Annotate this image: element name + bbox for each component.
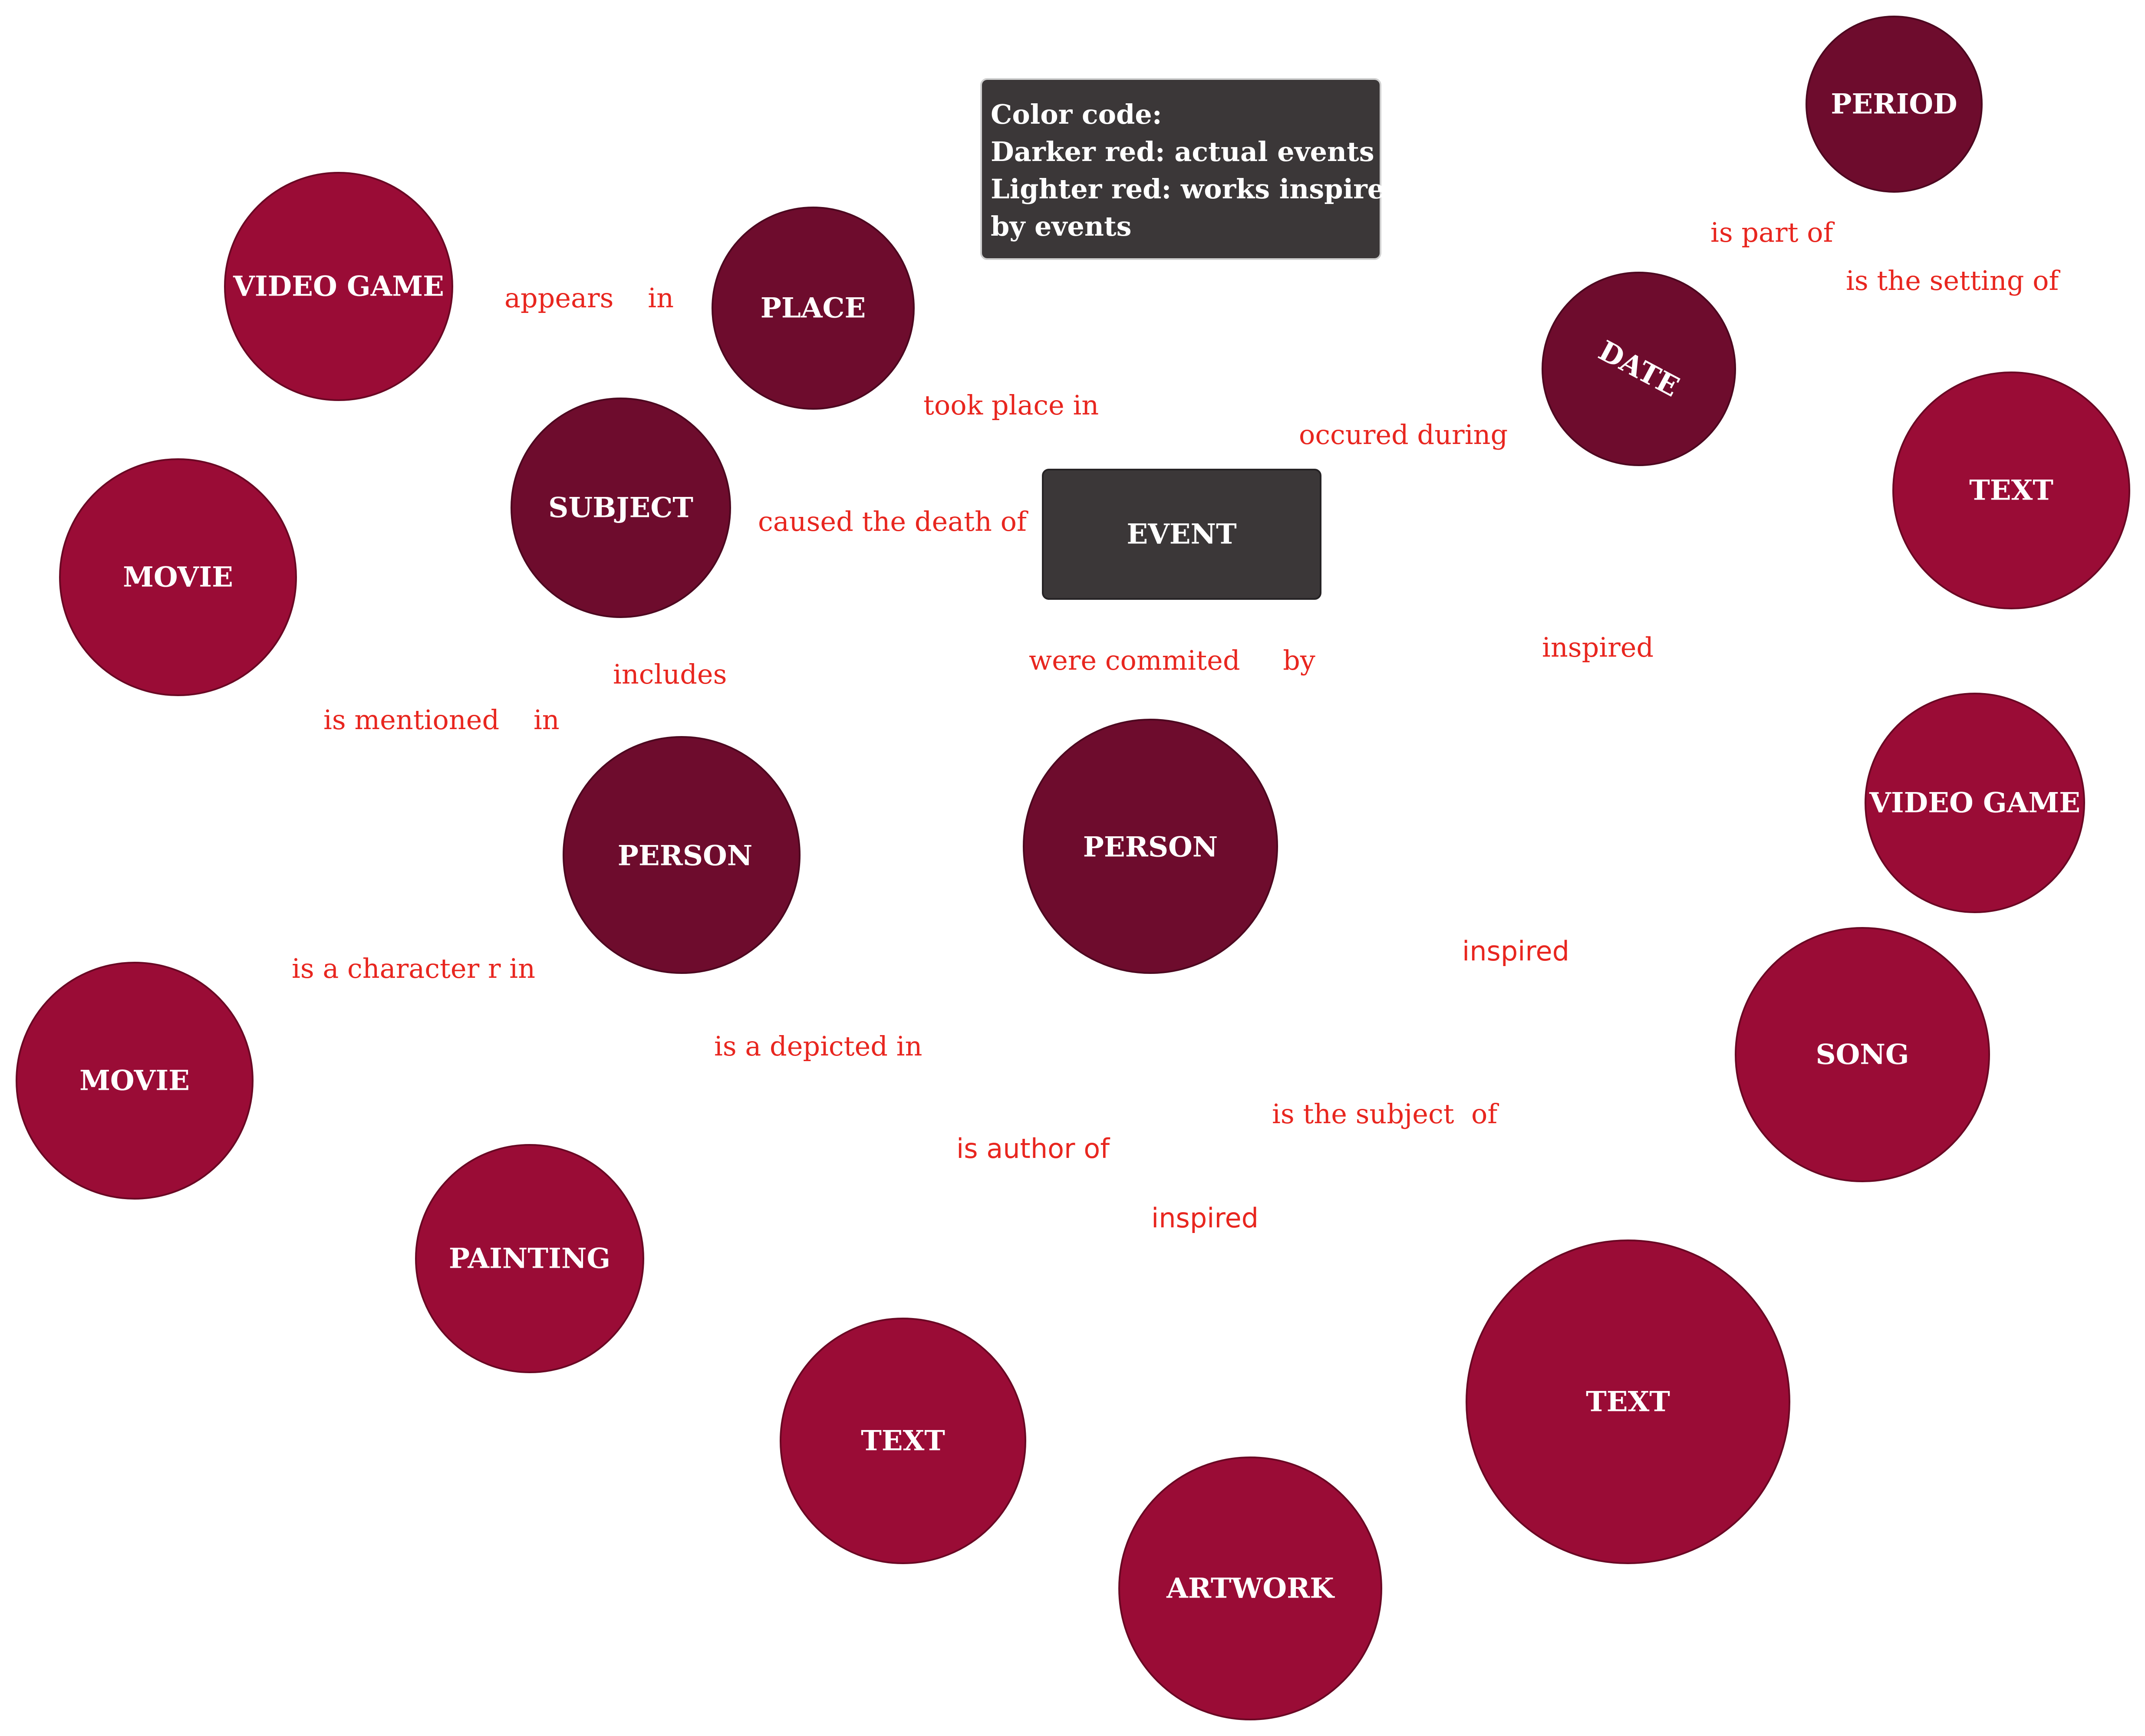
node-label: VIDEO GAME: [233, 270, 444, 303]
node-circle: [224, 172, 453, 401]
edge-label-appears-in: appears in: [504, 282, 674, 314]
edge-label-includes: includes: [613, 658, 727, 690]
node-text-2[interactable]: TEXT: [780, 1318, 1026, 1564]
node-circle: [1118, 1457, 1382, 1720]
node-subject[interactable]: SUBJECT: [511, 398, 731, 618]
edge-label-is-depicted-in: is a depicted in: [714, 1030, 922, 1062]
node-circle: [1466, 1240, 1790, 1564]
node-circle: [1023, 719, 1278, 974]
node-date[interactable]: DATE: [1542, 272, 1736, 466]
node-circle: [780, 1318, 1026, 1564]
event-label: EVENT: [1127, 518, 1236, 551]
node-movie-2[interactable]: MOVIE: [16, 962, 254, 1200]
legend-line-1: Color code:: [991, 99, 1162, 130]
node-label: TEXT: [1586, 1386, 1670, 1418]
legend-line-2: Darker red: actual events: [991, 136, 1374, 168]
edge-label-inspired-3: inspired: [1151, 1202, 1259, 1234]
node-label: PERIOD: [1831, 88, 1957, 121]
node-video-game-1[interactable]: VIDEO GAME: [224, 172, 453, 401]
node-label: PERSON: [1083, 831, 1218, 864]
edge-label-is-mentioned-in: is mentioned in: [323, 704, 560, 736]
node-label: PERSON: [618, 840, 753, 872]
node-text-3[interactable]: TEXT: [1466, 1240, 1790, 1564]
node-place[interactable]: PLACE: [712, 207, 915, 410]
node-circle: [1542, 272, 1736, 466]
edge-label-inspired-1: inspired: [1542, 631, 1654, 663]
node-label: TEXT: [1969, 474, 2053, 507]
legend-box: [980, 78, 1381, 260]
edge-label-is-character-in: is a character r in: [292, 953, 535, 984]
node-circle: [1806, 16, 1983, 193]
node-painting[interactable]: PAINTING: [415, 1144, 644, 1373]
edge-label-inspired-2: inspired: [1462, 935, 1569, 967]
node-label: MOVIE: [79, 1065, 190, 1097]
node-circle: [1735, 927, 1990, 1182]
edge-label-caused-death-of: caused the death of: [758, 506, 1028, 537]
legend-line-3: Lighter red: works inspired: [991, 173, 1404, 205]
node-label: PAINTING: [449, 1243, 610, 1275]
node-artwork[interactable]: ARTWORK: [1118, 1457, 1382, 1720]
node-label: SUBJECT: [548, 492, 693, 524]
event-box: [1042, 469, 1321, 600]
node-circle: [59, 458, 297, 696]
edge-label-is-subject-of: is the subject of: [1272, 1098, 1499, 1130]
node-circle: [712, 207, 915, 410]
edge-label-is-setting-of: is the setting of: [1846, 265, 2060, 296]
node-circle: [1892, 372, 2130, 609]
color-legend: Color code: Darker red: actual events Li…: [980, 78, 1404, 260]
edge-label-is-author-of: is author of: [956, 1133, 1110, 1164]
node-label: TEXT: [861, 1425, 945, 1457]
node-circle: [511, 398, 731, 618]
node-label: VIDEO GAME: [1869, 787, 2080, 819]
node-circle: [1865, 693, 2085, 913]
node-label: ARTWORK: [1166, 1572, 1335, 1605]
node-circle: [16, 962, 254, 1200]
node-song[interactable]: SONG: [1735, 927, 1990, 1182]
node-label: SONG: [1816, 1039, 1909, 1071]
node-video-game-2[interactable]: VIDEO GAME: [1865, 693, 2085, 913]
legend-line-4: by events: [991, 210, 1132, 242]
node-label: PLACE: [761, 292, 866, 325]
node-circle: [415, 1144, 644, 1373]
node-period[interactable]: PERIOD: [1806, 16, 1983, 193]
node-text-1[interactable]: TEXT: [1892, 372, 2130, 609]
edge-labels: appears in took place in caused the deat…: [292, 217, 2060, 1234]
event-node[interactable]: EVENT: [1042, 469, 1321, 600]
edge-label-were-commited-by: were commited by: [1029, 644, 1315, 676]
node-person-2[interactable]: PERSON: [1023, 719, 1278, 974]
node-circle: [563, 736, 801, 974]
edge-label-is-part-of: is part of: [1710, 217, 1835, 248]
edge-label-occured-during: occured during: [1299, 419, 1508, 450]
node-person-1[interactable]: PERSON: [563, 736, 801, 974]
edge-label-took-place-in: took place in: [923, 389, 1099, 421]
node-label: MOVIE: [123, 561, 233, 594]
node-movie-1[interactable]: MOVIE: [59, 458, 297, 696]
